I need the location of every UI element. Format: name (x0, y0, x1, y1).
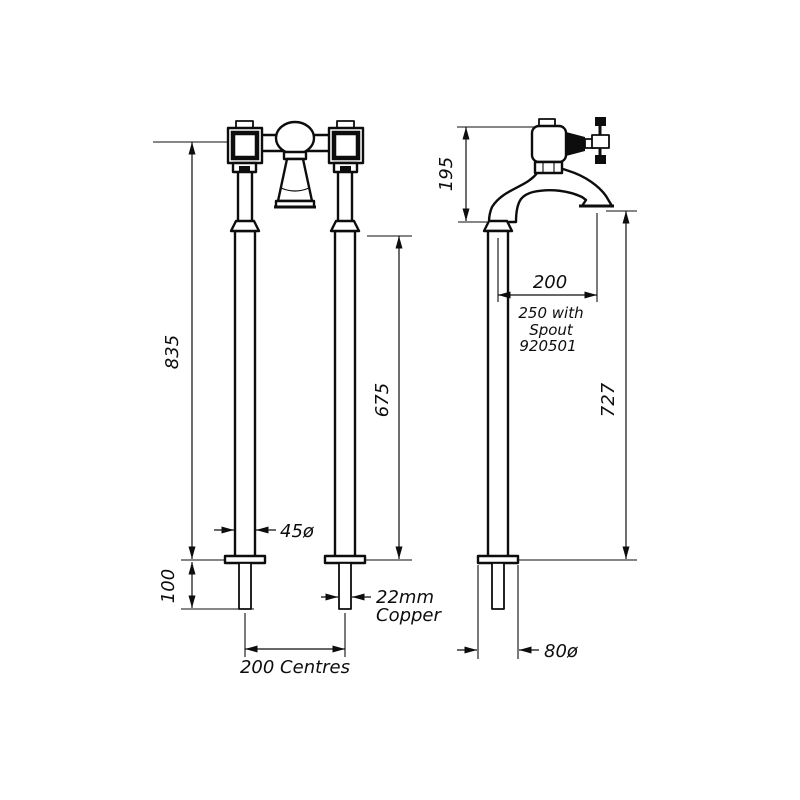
spout-note-line1: 250 with (518, 304, 583, 322)
front-left-valve (226, 120, 264, 174)
copper-tail (338, 562, 352, 610)
side-spout (487, 166, 614, 224)
spout-bell (276, 157, 314, 203)
front-right-valve (327, 120, 365, 174)
dim-195: 195 (436, 126, 534, 223)
dim-80: 80ø (457, 565, 579, 662)
standpipe-collar (329, 219, 361, 233)
front-view: 835 100 675 45ø 22mm Copper (153, 120, 443, 678)
floor-flange (476, 554, 520, 565)
floor-flange (323, 554, 367, 565)
dim-675-label: 675 (372, 383, 393, 417)
dim-22mm-copper: 22mm Copper (321, 587, 443, 626)
spout-note-line2: Spout (529, 321, 574, 339)
valve-body (530, 124, 568, 164)
dim-200-centres: 200 Centres (240, 613, 350, 678)
dim-22mm-label-line1: 22mm (376, 587, 434, 608)
tap-body-dome (274, 120, 316, 156)
dim-835-label: 835 (162, 335, 183, 369)
spout-note: 250 with Spout 920501 (518, 304, 583, 355)
dim-195-label: 195 (436, 157, 457, 191)
valve-bonnet (566, 132, 585, 156)
copper-tail (491, 562, 505, 610)
side-view: 195 200 250 with Spout 920501 727 80ø (436, 117, 637, 662)
dim-22mm-label-line2: Copper (376, 605, 443, 626)
dim-675: 675 (366, 235, 412, 561)
cross-handle-bottom-knob (595, 155, 606, 164)
front-tap-assembly (226, 120, 365, 209)
spout-seam (280, 187, 310, 192)
dim-727-label: 727 (598, 382, 619, 417)
dim-727: 727 (598, 210, 637, 559)
side-standpipe (476, 219, 637, 610)
standpipe-collar (229, 219, 261, 233)
dim-100-label: 100 (158, 569, 179, 603)
spout-note-line3: 920501 (519, 337, 576, 355)
cross-handle-top-knob (595, 117, 606, 126)
dim-200-centres-label: 200 Centres (240, 657, 350, 678)
valve-nut (533, 160, 564, 175)
dim-100: 100 (158, 562, 254, 610)
standpipe-collar (482, 219, 514, 233)
handle-cross (331, 130, 361, 161)
dim-80-label: 80ø (544, 641, 579, 662)
front-left-standpipe (223, 169, 267, 610)
dim-45: 45ø (214, 521, 315, 542)
dim-45-label: 45ø (280, 521, 315, 542)
cross-handle-hub (591, 134, 610, 149)
copper-tail (238, 562, 252, 610)
front-right-standpipe (323, 169, 367, 610)
floor-flange (223, 554, 267, 565)
dim-200-reach-label: 200 (533, 272, 567, 293)
side-tap-assembly (530, 117, 610, 175)
dim-200-reach: 200 (497, 213, 598, 302)
dim-835: 835 (153, 141, 229, 561)
handle-cross (230, 130, 260, 161)
